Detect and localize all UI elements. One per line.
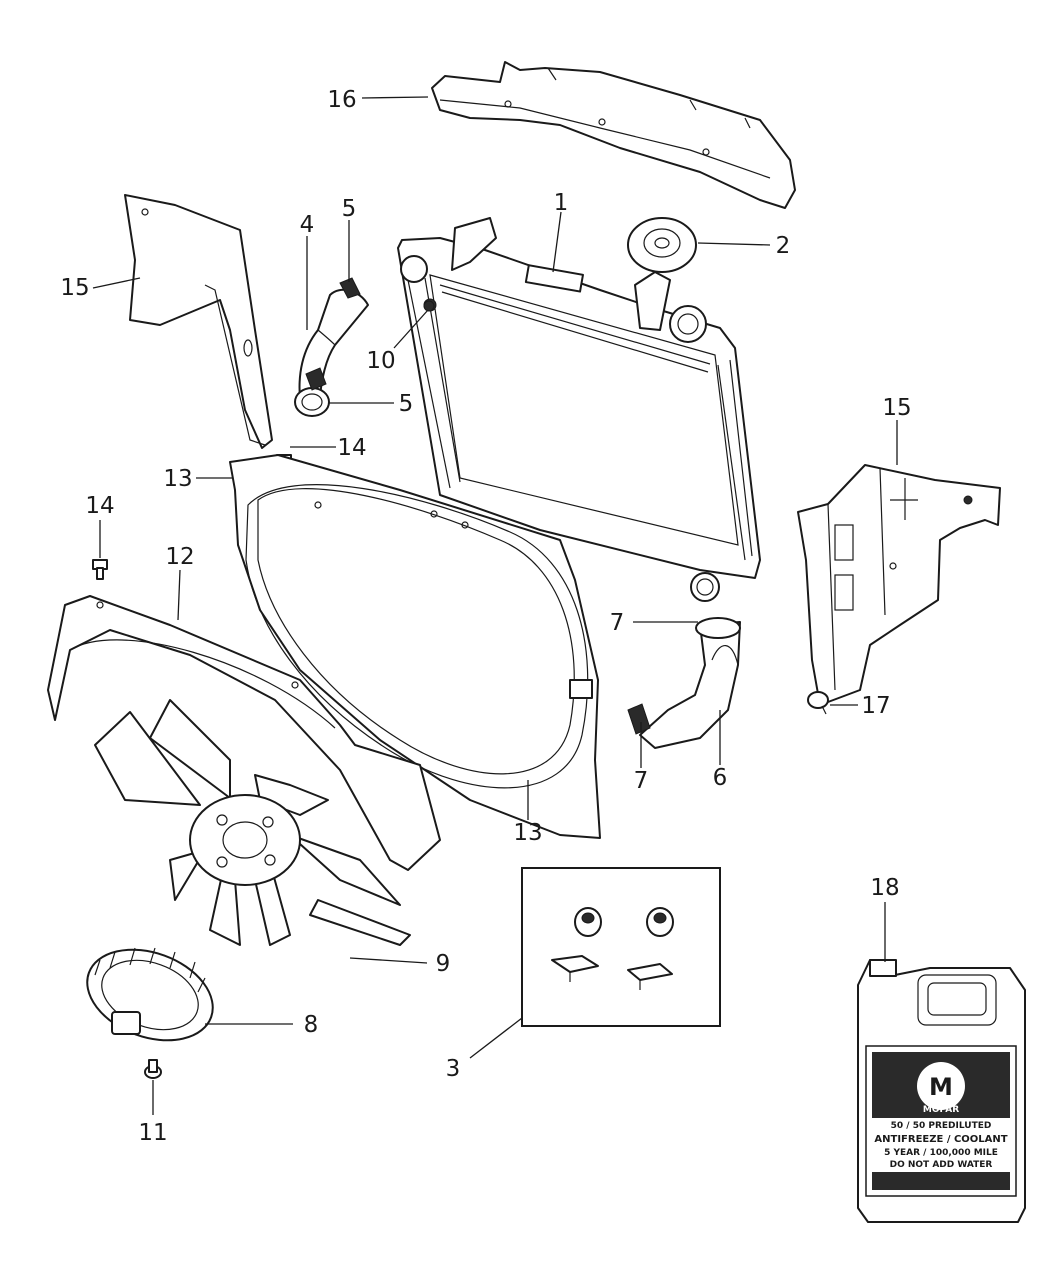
- callout-17: 17: [861, 693, 890, 719]
- jug-line-1: 50 / 50 PREDILUTED: [891, 1121, 992, 1131]
- callout-2: 2: [776, 233, 791, 259]
- jug-line-2: ANTIFREEZE / COOLANT: [874, 1134, 1007, 1145]
- callout-5-upper: 5: [342, 196, 357, 222]
- part-18-coolant-jug: M MOPAR 50 / 50 PREDILUTED ANTIFREEZE / …: [857, 959, 1026, 1223]
- callout-6: 6: [713, 765, 728, 791]
- callout-9: 9: [436, 951, 451, 977]
- callout-8: 8: [304, 1012, 319, 1038]
- callout-14-upper: 14: [337, 435, 366, 461]
- callout-1: 1: [554, 190, 569, 216]
- callout-15-right: 15: [882, 395, 911, 421]
- callout-4: 4: [300, 212, 315, 238]
- callout-12: 12: [165, 544, 194, 570]
- callout-18: 18: [870, 875, 899, 901]
- jug-line-4: DO NOT ADD WATER: [890, 1160, 993, 1170]
- part-10-bolt: [423, 300, 435, 312]
- callout-15-left: 15: [60, 275, 89, 301]
- part-17-push-pin: [807, 691, 829, 715]
- callout-7-lower: 7: [634, 768, 649, 794]
- part-13-fan-shroud: [229, 454, 601, 839]
- callout-11: 11: [138, 1120, 167, 1146]
- part-12-shroud-extension: [47, 595, 441, 871]
- part-9-fan: [94, 699, 411, 946]
- callout-13-lower: 13: [513, 820, 542, 846]
- jug-line-3: 5 YEAR / 100,000 MILE: [884, 1148, 998, 1158]
- part-4-upper-hose: [294, 277, 369, 417]
- part-1-radiator: [397, 217, 761, 602]
- part-11-bolt: [144, 1059, 162, 1079]
- jug-brand-text: MOPAR: [923, 1105, 959, 1115]
- callout-16: 16: [327, 87, 356, 113]
- part-15-left-air-seal: [124, 194, 273, 449]
- part-6-lower-hose: [627, 617, 741, 749]
- callout-14-left: 14: [85, 493, 114, 519]
- part-14-bolt-left: [92, 559, 108, 580]
- callout-3: 3: [446, 1056, 461, 1082]
- svg-text:M: M: [929, 1073, 953, 1101]
- part-8-fan-clutch: [86, 947, 214, 1042]
- part-3-mounting-kit: [521, 867, 721, 1027]
- part-16-air-deflector: [431, 61, 796, 209]
- callout-10: 10: [366, 348, 395, 374]
- part-2-radiator-cap: [627, 217, 697, 273]
- callout-13-upper: 13: [163, 466, 192, 492]
- leader-lines: [92, 96, 898, 1115]
- callout-7-upper: 7: [610, 610, 625, 636]
- callout-5-lower: 5: [399, 391, 414, 417]
- part-15-right-air-seal: [797, 464, 1001, 706]
